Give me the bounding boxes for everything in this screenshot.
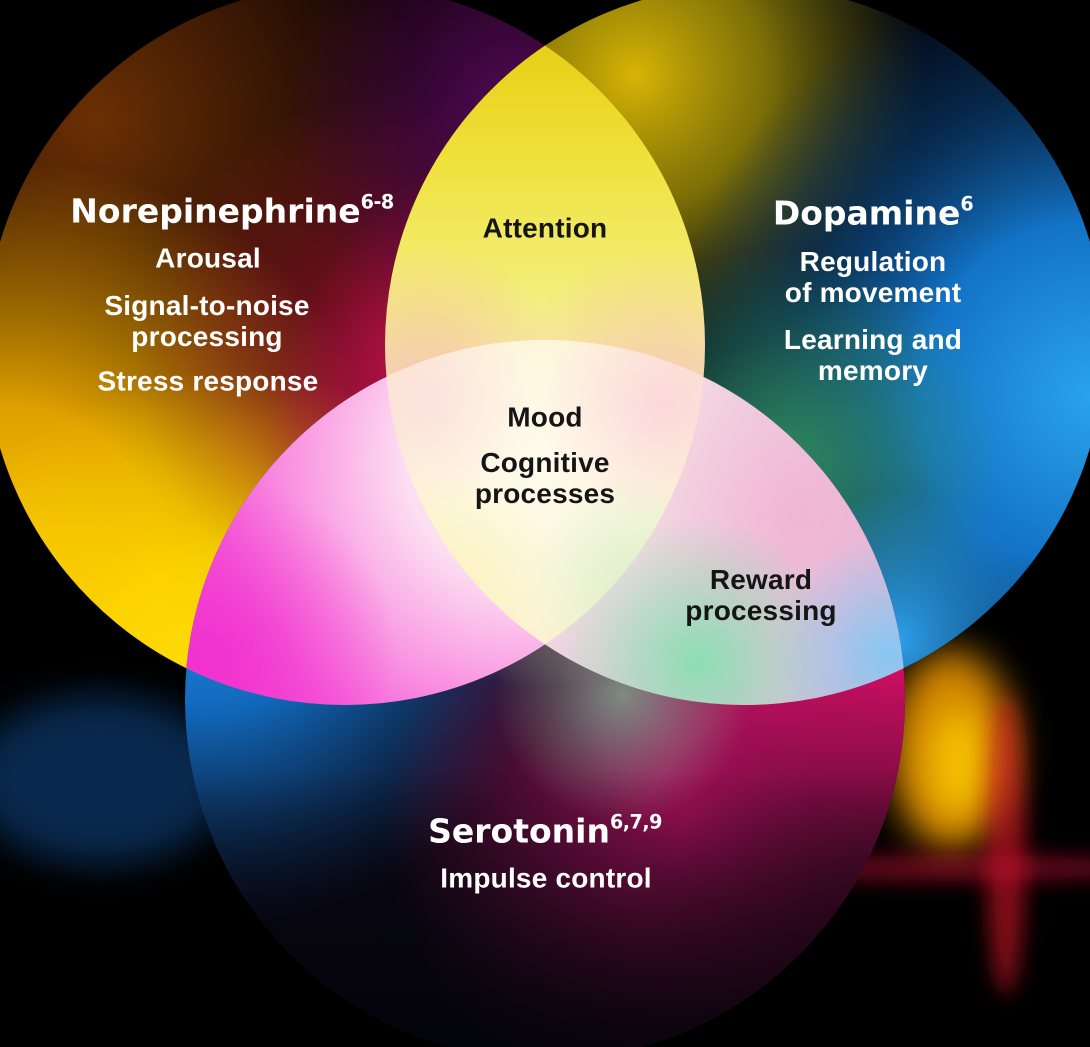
reward-processing-label: Reward processing (685, 564, 837, 626)
dopamine-item-regulation-of-movement: Regulation of movement (784, 246, 962, 308)
norepinephrine-title: Norepinephrine6-8 (70, 187, 395, 231)
cognitive-processes-label: Cognitive processes (474, 447, 616, 509)
mood-label: Mood (507, 401, 583, 433)
norepinephrine-item-signal-to-noise: Signal-to-noise processing (104, 290, 310, 352)
norepinephrine-superscript: 6-8 (360, 190, 395, 214)
dopamine-title: Dopamine6 (772, 189, 974, 233)
dopamine-item-learning-and-memory: Learning and memory (783, 324, 963, 386)
attention-label: Attention (482, 212, 608, 244)
serotonin-item-impulse-control: Impulse control (440, 862, 652, 894)
edge-glows (0, 650, 1090, 995)
norepinephrine-item-arousal: Arousal (155, 242, 261, 274)
norepinephrine-item-stress-response: Stress response (97, 365, 319, 397)
serotonin-title: Serotonin6,7,9 (428, 807, 662, 850)
norepinephrine-title-text: Norepinephrine (70, 191, 361, 231)
dopamine-superscript: 6 (960, 192, 974, 216)
serotonin-superscript: 6,7,9 (609, 810, 662, 834)
dopamine-title-text: Dopamine (772, 193, 961, 233)
serotonin-title-text: Serotonin (428, 811, 610, 851)
